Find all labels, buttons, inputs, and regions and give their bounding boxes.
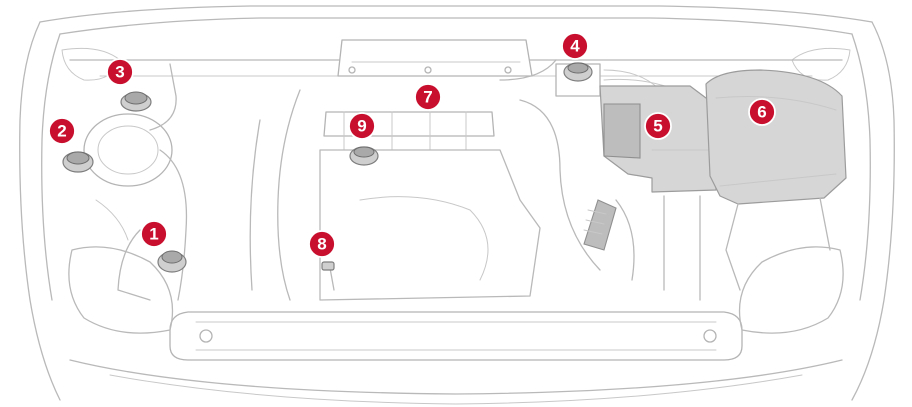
marker-2: 2 (48, 117, 76, 145)
marker-5: 5 (644, 112, 672, 140)
marker-4: 4 (561, 32, 589, 60)
front-crossmember (68, 246, 844, 405)
marker-9: 9 (348, 112, 376, 140)
marker-6: 6 (748, 98, 776, 126)
svg-text:6: 6 (757, 103, 766, 122)
marker-3: 3 (106, 58, 134, 86)
marker-7: 7 (414, 83, 442, 111)
svg-text:8: 8 (317, 235, 326, 254)
brake-fluid-reservoir (555, 62, 691, 97)
svg-text:2: 2 (57, 122, 66, 141)
svg-text:9: 9 (357, 117, 366, 136)
svg-text:1: 1 (149, 225, 158, 244)
svg-text:4: 4 (570, 37, 580, 56)
engine-block (249, 39, 601, 301)
air-filter-housing (705, 69, 847, 291)
battery (583, 85, 717, 301)
svg-text:5: 5 (653, 117, 662, 136)
marker-8: 8 (308, 230, 336, 258)
marker-1: 1 (140, 220, 168, 248)
svg-text:7: 7 (423, 88, 432, 107)
svg-text:3: 3 (115, 63, 124, 82)
left-reservoirs (62, 63, 188, 301)
